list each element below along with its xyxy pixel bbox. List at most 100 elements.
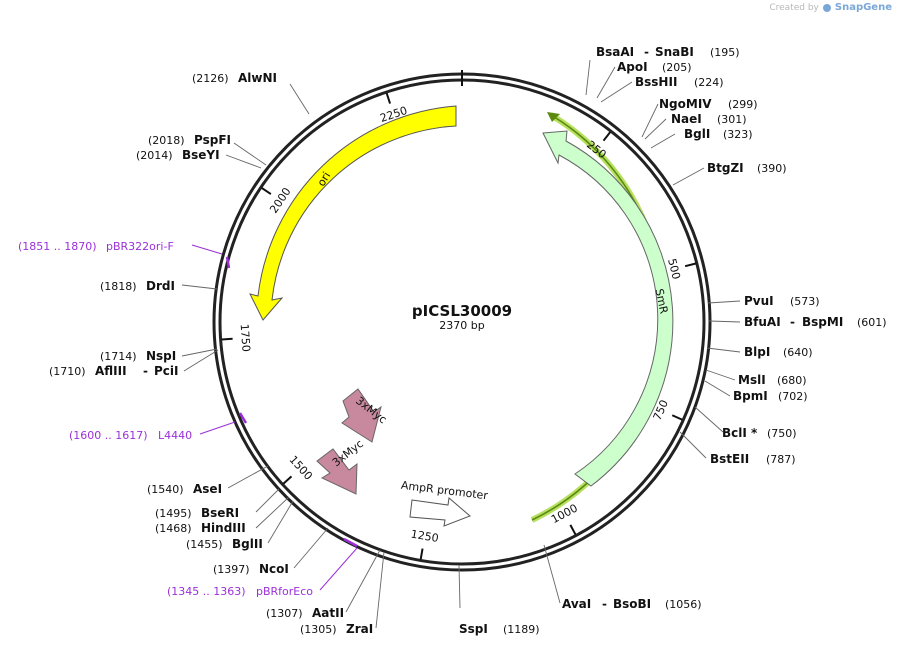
site-zrai: ZraI: [346, 622, 373, 636]
site-alwni: AlwNI: [238, 71, 277, 85]
primer-marks: [225, 256, 358, 548]
tick-label-500: 500: [665, 257, 683, 281]
site-dash-4: -: [143, 364, 148, 378]
smr-highlight-arrowhead: [547, 112, 560, 122]
primer-range-pbr322ori: (1851 .. 1870): [18, 240, 97, 253]
site-nspi: NspI: [146, 349, 176, 363]
site-bseyi: BseYI: [182, 148, 220, 162]
site-pos-787: (787): [766, 453, 796, 466]
site-pos-750: (750): [767, 427, 797, 440]
snapgene-logo-icon: [822, 3, 831, 12]
site-msli: MslI: [738, 373, 766, 387]
primer-range-l4440: (1600 .. 1617): [69, 429, 148, 442]
site-pos-1540: (1540): [147, 483, 184, 496]
site-bglii: BglII: [232, 537, 263, 551]
site-bsteii: BstEII: [710, 452, 749, 466]
primer-name-l4440: L4440: [158, 429, 192, 442]
site-bfuai: BfuAI: [744, 315, 781, 329]
site-bsobi: BsoBI: [613, 597, 651, 611]
site-pos-2126: (2126): [192, 72, 229, 85]
ampr-feature: [409, 497, 471, 527]
tick-mark-2000: [261, 187, 272, 195]
tick-mark-750: [671, 414, 683, 421]
watermark-app: SnapGene: [834, 2, 892, 13]
site-afliii: AflIII: [95, 364, 127, 378]
site-pos-1495: (1495): [155, 507, 192, 520]
site-snabi: SnaBI: [655, 45, 694, 59]
site-bsshii: BssHII: [635, 75, 677, 89]
site-bseri: BseRI: [201, 506, 239, 520]
smr-feature: [542, 130, 674, 487]
site-naei: NaeI: [671, 112, 702, 126]
site-pspfi: PspFI: [194, 133, 231, 147]
site-pos-601: (601): [857, 316, 887, 329]
tick-label-1250: 1250: [410, 527, 440, 545]
site-pos-680: (680): [777, 374, 807, 387]
feature-label-ampr: AmpR promoter: [400, 479, 489, 503]
ori-feature: [249, 105, 457, 321]
myc-feature-1: [341, 388, 382, 443]
site-drdi: DrdI: [146, 279, 175, 293]
site-pos-1714: (1714): [100, 350, 137, 363]
watermark-created-by: Created by: [769, 2, 819, 13]
site-pos-299: (299): [728, 98, 758, 111]
site-pos-1056: (1056): [665, 598, 702, 611]
plasmid-length: 2370 bp: [439, 319, 484, 332]
sites-right: BsaAI - SnaBI (195) ApoI (205) BssHII (2…: [459, 45, 887, 636]
tick-mark-250: [602, 131, 612, 142]
site-bgli: BglI: [684, 127, 710, 141]
site-ncoi: NcoI: [259, 562, 289, 576]
site-bcli: BclI *: [722, 426, 758, 440]
site-dash-3: -: [602, 597, 607, 611]
site-pos-1468: (1468): [155, 522, 192, 535]
site-pos-224: (224): [694, 76, 724, 89]
primer-range-pbrforeco: (1345 .. 1363): [167, 585, 246, 598]
site-pos-1305: (1305): [300, 623, 337, 636]
site-pos-1397: (1397): [213, 563, 250, 576]
site-dash-2: -: [790, 315, 795, 329]
sites-left: (2126) AlwNI (2018) PspFI (2014) BseYI (…: [49, 71, 373, 636]
site-asei: AseI: [193, 482, 222, 496]
site-sspi: SspI: [459, 622, 488, 636]
site-connectors: [181, 59, 741, 629]
tick-mark-2250: [385, 92, 392, 104]
site-pos-195: (195): [710, 46, 740, 59]
site-pos-1710: (1710): [49, 365, 86, 378]
site-apoi: ApoI: [617, 60, 648, 74]
site-pos-205: (205): [662, 61, 692, 74]
primer-name-pbrforeco: pBRforEco: [256, 585, 313, 598]
primer-labels: (1851 .. 1870) pBR322ori-F (1600 .. 1617…: [18, 240, 313, 598]
site-pos-301: (301): [717, 113, 747, 126]
tick-mark-500: [684, 262, 697, 268]
site-aatii: AatII: [312, 606, 344, 620]
primer-name-pbr322ori: pBR322ori-F: [106, 240, 174, 253]
site-pos-1818: (1818): [100, 280, 137, 293]
site-pos-1455: (1455): [186, 538, 223, 551]
feature-label-ori: ori: [315, 170, 334, 189]
tick-label-1750: 1750: [238, 323, 253, 352]
tick-mark-1750: [221, 337, 233, 341]
primer-connectors: [191, 244, 358, 591]
site-hindiii: HindIII: [201, 521, 246, 535]
site-pos-1307: (1307): [266, 607, 303, 620]
site-blpi: BlpI: [744, 345, 770, 359]
tick-mark-1500: [282, 475, 293, 485]
tick-mark-1250: [419, 548, 424, 560]
site-pos-573: (573): [790, 295, 820, 308]
site-pos-702: (702): [778, 390, 808, 403]
site-ngomiv: NgoMIV: [659, 97, 712, 111]
site-pos-323: (323): [723, 128, 753, 141]
site-bsaai: BsaAI: [596, 45, 634, 59]
site-pos-390: (390): [757, 162, 787, 175]
site-pvui: PvuI: [744, 294, 774, 308]
site-pos-640: (640): [783, 346, 813, 359]
site-dash-1: -: [644, 45, 649, 59]
site-bpmi: BpmI: [733, 389, 768, 403]
myc-feature-2: [316, 448, 358, 495]
tick-mark-1000: [569, 524, 577, 536]
site-avai: AvaI: [562, 597, 591, 611]
plasmid-name: pICSL30009: [412, 302, 512, 320]
site-pcii: PciI: [154, 364, 179, 378]
site-pos-2018: (2018): [148, 134, 185, 147]
